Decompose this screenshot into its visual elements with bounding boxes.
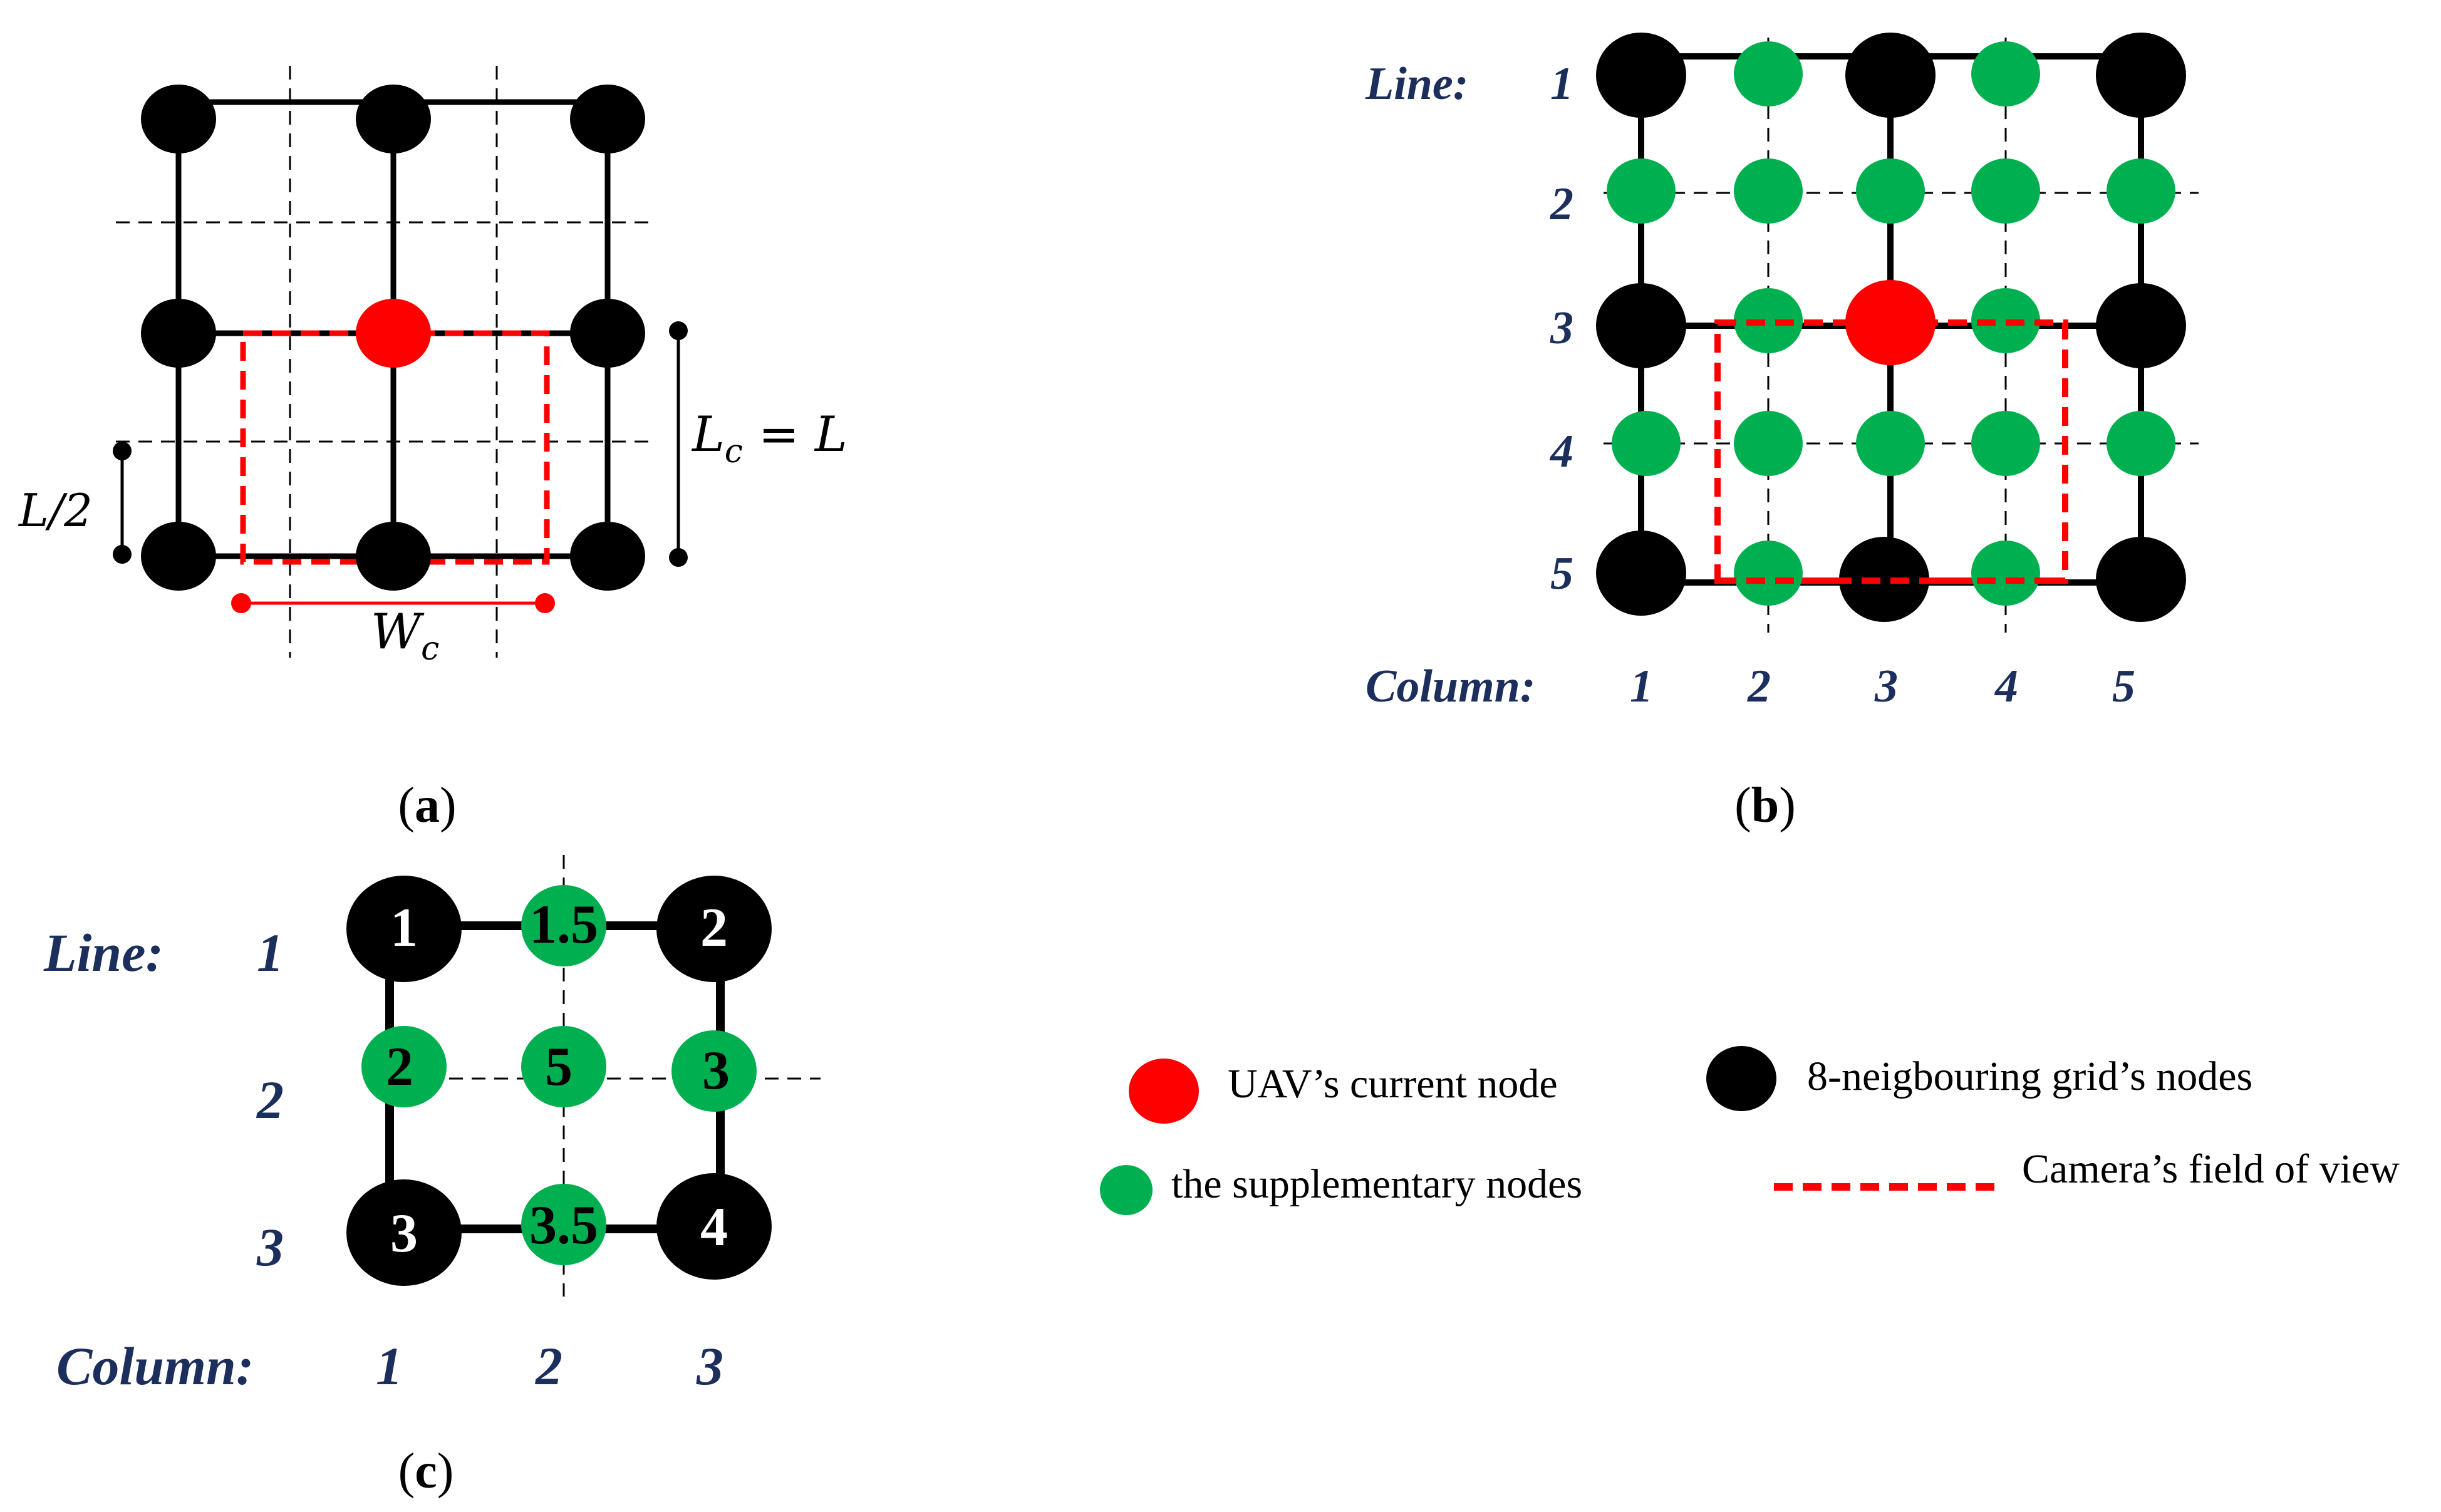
- panel-c-node-neighbour: [346, 876, 462, 982]
- panel-a-lc-dimension: [669, 321, 688, 567]
- panel-a-lc-label: Lc = L: [691, 406, 847, 470]
- panel-b-column-heading: Column:: [1366, 661, 1535, 712]
- panel-a-node-neighbour: [141, 299, 216, 368]
- panel-b-node-supplementary: [1734, 411, 1803, 476]
- panel-a-half-label: L/2: [18, 484, 93, 537]
- legend-current-node-swatch: [1129, 1059, 1199, 1124]
- panel-b-column-number-1: 1: [1630, 661, 1653, 712]
- legend: UAV’s current node 8-neigbouring grid’s …: [1100, 1046, 2400, 1215]
- panel-a-node-neighbour: [356, 85, 431, 153]
- panel-b-caption: (b): [1734, 778, 1796, 833]
- panel-b-node-supplementary: [1734, 41, 1803, 106]
- panel-c-node-neighbour: [656, 876, 772, 982]
- panel-a-dashed-grid: [116, 66, 651, 658]
- legend-field-of-view-label: Camera’s field of view: [2022, 1146, 2400, 1192]
- panel-c-node-neighbour: [346, 1179, 462, 1286]
- panel-a-wc-label: Wc: [371, 604, 439, 668]
- panel-a-node-neighbour: [570, 522, 645, 591]
- panel-c-node-label: 1.5: [529, 894, 598, 955]
- panel-c-column-number-2: 2: [534, 1336, 562, 1396]
- panel-a-half-dimension: [113, 442, 132, 564]
- panel-b-line-number-3: 3: [1550, 303, 1573, 354]
- panel-b-node-neighbour: [1845, 33, 1936, 118]
- panel-b-node-supplementary: [1971, 411, 2040, 476]
- panel-b-node-supplementary: [1856, 411, 1925, 476]
- panel-a-node-neighbour: [356, 522, 431, 591]
- panel-c-node-supplementary: [521, 885, 606, 966]
- panel-b-node-supplementary: [1856, 158, 1925, 224]
- panel-c-node-label: 3: [702, 1040, 730, 1101]
- panel-b-nodes: [1596, 33, 2186, 622]
- panel-c-column-number-1: 1: [376, 1336, 403, 1396]
- panel-a: Lc = L L/2 Wc (a): [18, 66, 847, 833]
- panel-a-node-neighbour: [570, 299, 645, 368]
- panel-a-node-current: [356, 299, 431, 368]
- panel-a-wc-dimension: [231, 593, 555, 613]
- panel-b: Line: 1 2 3 4 5 Column: 1 2 3 4 5 (b): [1365, 33, 2199, 833]
- panel-c-node-label: 4: [700, 1197, 728, 1258]
- legend-supplementary-nodes-label: the supplementary nodes: [1171, 1161, 1582, 1207]
- panel-b-column-number-3: 3: [1874, 661, 1898, 712]
- panel-c-line-number-2: 2: [256, 1070, 284, 1130]
- panel-b-node-supplementary: [2107, 158, 2175, 224]
- panel-b-node-supplementary: [2107, 411, 2175, 476]
- panel-b-node-supplementary: [1734, 288, 1803, 353]
- panel-a-caption: (a): [398, 778, 456, 833]
- panel-b-node-supplementary: [1734, 541, 1803, 606]
- panel-c: 1 1.5 2 2 5 3 3 3.5 4 Line: 1 2 3 Column…: [43, 855, 821, 1499]
- panel-b-node-neighbour: [2096, 537, 2186, 622]
- panel-c-line-number-3: 3: [256, 1217, 284, 1277]
- panel-b-node-supplementary: [1971, 541, 2040, 606]
- legend-neighbour-nodes-label: 8-neigbouring grid’s nodes: [1807, 1054, 2252, 1099]
- panel-c-node-supplementary: [671, 1030, 757, 1112]
- panel-b-node-neighbour: [2096, 283, 2186, 368]
- panel-c-column-number-3: 3: [696, 1336, 723, 1396]
- panel-c-node-neighbour: [656, 1173, 772, 1280]
- panel-c-node-label: 3: [390, 1203, 418, 1264]
- panel-b-node-neighbour: [2096, 33, 2186, 118]
- legend-current-node-label: UAV’s current node: [1228, 1061, 1558, 1107]
- panel-b-column-number-5: 5: [2112, 661, 2135, 712]
- panel-c-node-supplementary: [521, 1026, 606, 1107]
- panel-b-node-supplementary: [1971, 41, 2040, 106]
- panel-b-line-number-4: 4: [1549, 426, 1573, 477]
- panel-c-column-heading: Column:: [56, 1336, 254, 1396]
- panel-b-node-neighbour: [1596, 33, 1686, 118]
- panel-c-node-label: 5: [545, 1037, 573, 1097]
- panel-c-node-label: 3.5: [529, 1195, 598, 1256]
- panel-b-node-neighbour: [1596, 283, 1686, 368]
- panel-a-node-neighbour: [570, 85, 645, 153]
- panel-c-line-heading: Line:: [43, 923, 163, 983]
- panel-c-node-label: 1: [390, 898, 418, 958]
- panel-b-line-number-5: 5: [1550, 548, 1573, 599]
- panel-b-column-number-4: 4: [1994, 661, 2018, 712]
- panel-b-node-neighbour: [1839, 537, 1929, 622]
- panel-b-node-supplementary: [1607, 158, 1676, 224]
- panel-a-node-neighbour: [141, 85, 216, 153]
- panel-b-line-heading: Line:: [1365, 58, 1468, 110]
- panel-b-column-number-2: 2: [1747, 661, 1771, 712]
- panel-b-line-number-1: 1: [1550, 58, 1573, 110]
- panel-a-node-neighbour: [141, 522, 216, 591]
- legend-neighbour-nodes-swatch: [1706, 1046, 1776, 1111]
- panel-b-node-supplementary: [1734, 158, 1803, 224]
- panel-b-node-supplementary: [1612, 411, 1681, 476]
- panel-c-node-label: 2: [386, 1037, 413, 1097]
- panel-a-nodes: [141, 85, 645, 591]
- panel-b-node-neighbour: [1596, 531, 1686, 616]
- panel-c-node-labels: 1 1.5 2 2 5 3 3 3.5 4: [386, 894, 730, 1264]
- panel-b-line-number-2: 2: [1550, 179, 1573, 230]
- panel-c-nodes: [346, 876, 772, 1286]
- panel-b-node-supplementary: [1971, 158, 2040, 224]
- legend-supplementary-nodes-swatch: [1100, 1165, 1153, 1215]
- panel-c-caption: (c): [398, 1444, 454, 1499]
- panel-c-line-number-1: 1: [257, 923, 284, 983]
- panel-c-node-supplementary: [361, 1026, 447, 1107]
- panel-c-node-supplementary: [521, 1184, 606, 1265]
- panel-c-node-label: 2: [700, 898, 728, 958]
